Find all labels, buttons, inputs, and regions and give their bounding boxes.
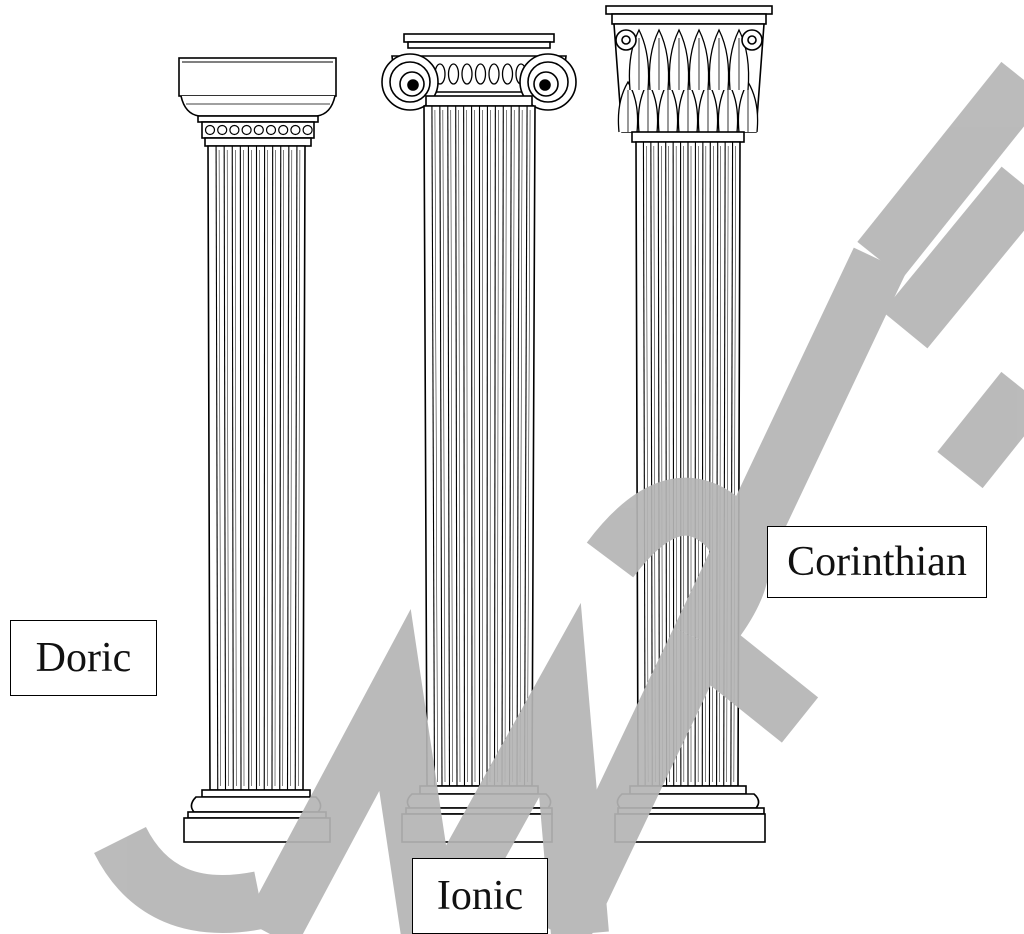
- doric-column: [179, 58, 336, 842]
- corinthian-column: [606, 6, 772, 842]
- doric-label: Doric: [10, 620, 157, 696]
- corinthian-label: Corinthian: [767, 526, 987, 598]
- ionic-column: [382, 34, 576, 842]
- ionic-label: Ionic: [412, 858, 548, 934]
